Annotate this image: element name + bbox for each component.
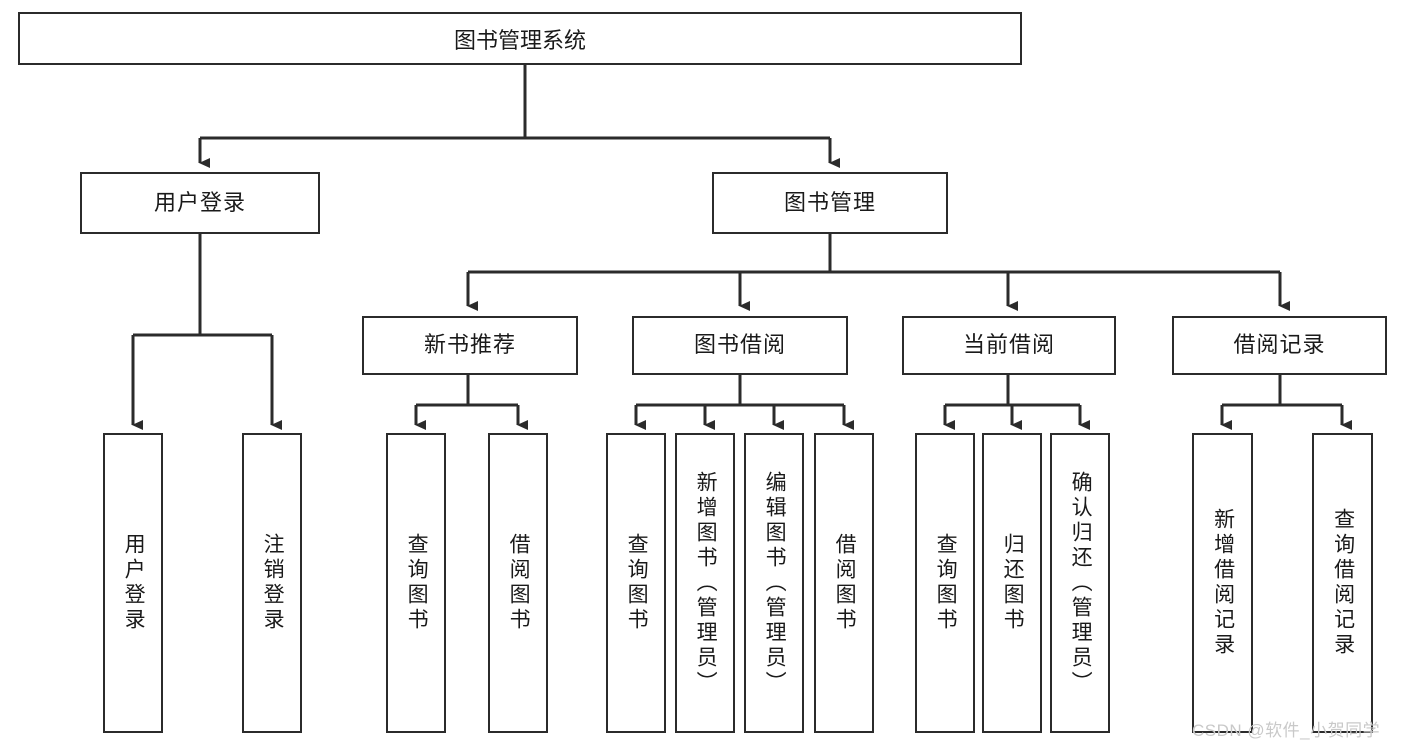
node-leaf-add-record[interactable]: 新增借阅记录 xyxy=(1192,433,1253,733)
node-book-borrow[interactable]: 图书借阅 xyxy=(632,316,848,375)
node-leaf-query-book-2[interactable]: 查询图书 xyxy=(606,433,666,733)
node-leaf-logout-label: 注销登录 xyxy=(261,533,285,633)
node-leaf-add-book-label: 新增图书（管理员） xyxy=(694,470,718,696)
node-leaf-add-record-label: 新增借阅记录 xyxy=(1211,508,1235,658)
node-leaf-query-book-3[interactable]: 查询图书 xyxy=(915,433,975,733)
node-new-book-recommend-label: 新书推荐 xyxy=(423,332,516,358)
node-book-manage[interactable]: 图书管理 xyxy=(712,172,948,234)
node-leaf-confirm-return-label: 确认归还（管理员） xyxy=(1069,470,1093,696)
node-leaf-user-login[interactable]: 用户登录 xyxy=(103,433,163,733)
node-user-login-label: 用户登录 xyxy=(153,189,246,215)
node-current-borrow-label: 当前借阅 xyxy=(962,332,1055,358)
node-root-label: 图书管理系统 xyxy=(453,27,586,53)
node-new-book-recommend[interactable]: 新书推荐 xyxy=(362,316,578,375)
node-leaf-add-book[interactable]: 新增图书（管理员） xyxy=(675,433,735,733)
node-book-manage-label: 图书管理 xyxy=(783,189,876,215)
node-leaf-borrow-book-1[interactable]: 借阅图书 xyxy=(488,433,548,733)
node-leaf-edit-book[interactable]: 编辑图书（管理员） xyxy=(744,433,804,733)
node-leaf-query-book-3-label: 查询图书 xyxy=(934,533,958,633)
node-leaf-borrow-book-1-label: 借阅图书 xyxy=(507,533,531,633)
node-leaf-logout[interactable]: 注销登录 xyxy=(242,433,302,733)
node-leaf-query-record-label: 查询借阅记录 xyxy=(1331,508,1355,658)
node-leaf-borrow-book-2-label: 借阅图书 xyxy=(833,533,857,633)
node-leaf-query-book-1-label: 查询图书 xyxy=(405,533,429,633)
node-borrow-record-label: 借阅记录 xyxy=(1233,332,1326,358)
node-leaf-user-login-label: 用户登录 xyxy=(122,533,146,633)
node-user-login[interactable]: 用户登录 xyxy=(80,172,320,234)
node-root[interactable]: 图书管理系统 xyxy=(18,12,1022,65)
node-book-borrow-label: 图书借阅 xyxy=(693,332,786,358)
node-leaf-return-book[interactable]: 归还图书 xyxy=(982,433,1042,733)
node-leaf-query-book-1[interactable]: 查询图书 xyxy=(386,433,446,733)
node-borrow-record[interactable]: 借阅记录 xyxy=(1172,316,1387,375)
node-current-borrow[interactable]: 当前借阅 xyxy=(902,316,1116,375)
node-leaf-query-record[interactable]: 查询借阅记录 xyxy=(1312,433,1373,733)
node-leaf-query-book-2-label: 查询图书 xyxy=(625,533,649,633)
watermark: CSDN @软件_小贺同学 xyxy=(1192,721,1381,740)
node-leaf-borrow-book-2[interactable]: 借阅图书 xyxy=(814,433,874,733)
node-leaf-edit-book-label: 编辑图书（管理员） xyxy=(763,470,787,696)
node-leaf-confirm-return[interactable]: 确认归还（管理员） xyxy=(1050,433,1110,733)
node-leaf-return-book-label: 归还图书 xyxy=(1001,533,1025,633)
